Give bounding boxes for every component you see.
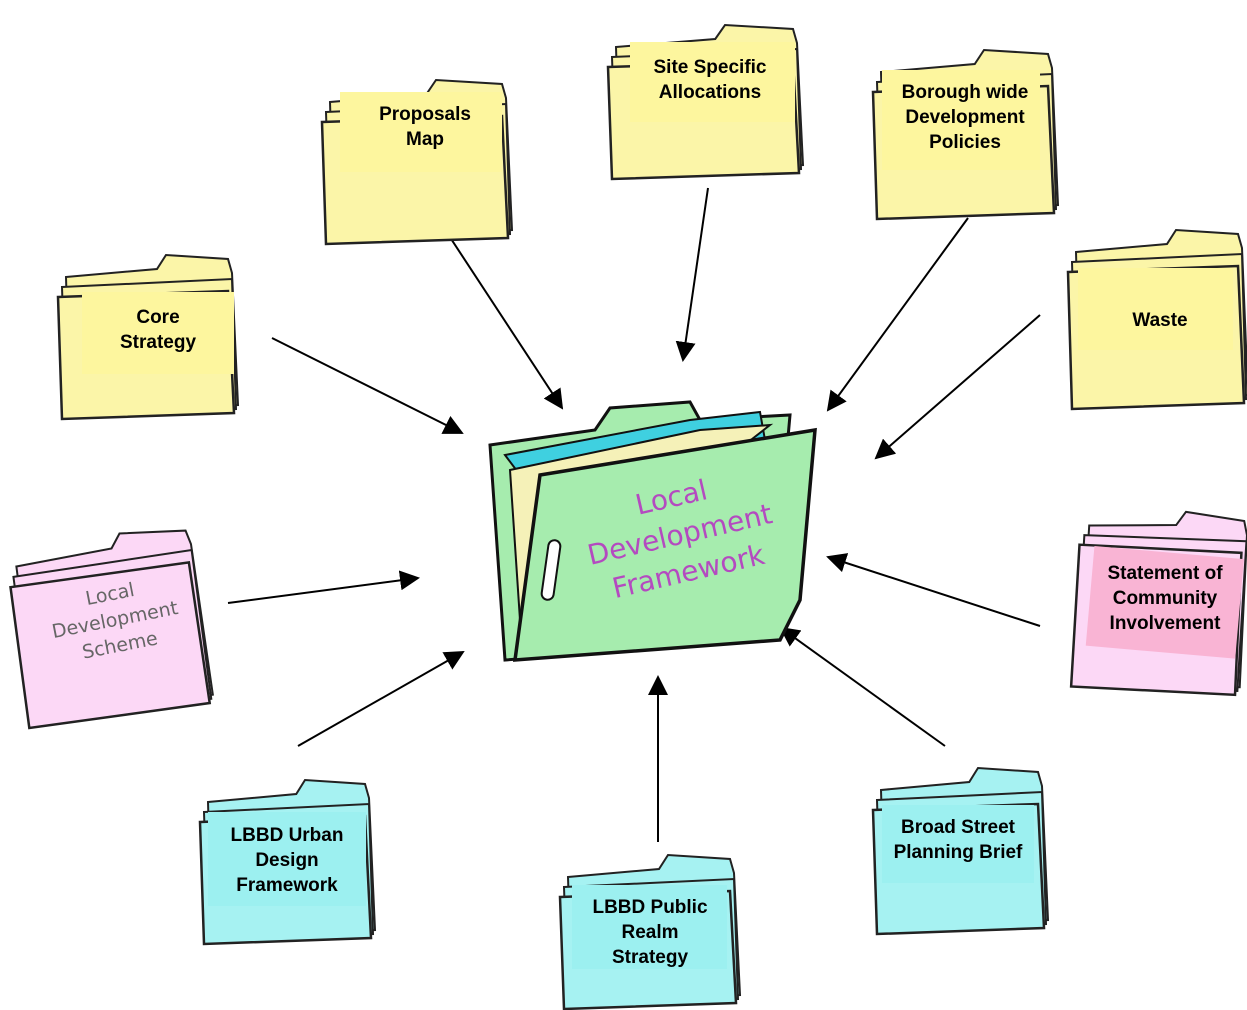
core-strategy-label: Core Strategy [119, 307, 197, 353]
core-strategy-folder [56, 253, 240, 421]
borough-wide-development-policies-arrow [826, 217, 969, 412]
lbbd-urban-design-framework-folder [198, 778, 377, 946]
statement-of-community-involvement-arrow [826, 553, 1041, 627]
borough-wide-development-policies-folder [871, 48, 1060, 221]
proposals-map-label: Proposals Map [379, 104, 471, 150]
lbbd-urban-design-framework-label-box [208, 812, 366, 906]
lbbd-public-realm-strategy-folder [558, 853, 742, 1010]
lbbd-public-realm-strategy-label: LBBD Public Realm Strategy [592, 896, 708, 968]
broad-street-planning-brief-label: Broad Street Planning Brief [893, 817, 1023, 863]
broad-street-planning-brief-arrow [779, 626, 946, 747]
local-development-scheme-arrow [227, 570, 420, 604]
borough-wide-development-policies-label: Borough wide Development Policies [901, 81, 1029, 153]
proposals-map-label-box [340, 92, 502, 172]
local-development-framework-folder [488, 400, 817, 662]
lbbd-public-realm-strategy-label-box [572, 885, 727, 969]
core-strategy-arrow [271, 337, 464, 434]
site-specific-allocations-label: Site Specific Allocations [653, 57, 767, 103]
local-development-scheme-folder [9, 529, 214, 730]
broad-street-planning-brief-folder [871, 766, 1050, 936]
proposals-map-folder [320, 78, 514, 246]
site-specific-allocations-folder [606, 23, 805, 181]
site-specific-allocations-arrow [675, 187, 709, 362]
site-specific-allocations-label-box [630, 42, 795, 122]
waste-label: Waste [1132, 309, 1188, 331]
lbbd-urban-design-framework-arrow [297, 651, 465, 747]
waste-folder [1066, 228, 1247, 411]
core-strategy-label-box [82, 292, 234, 374]
lbbd-urban-design-framework-label: LBBD Urban Design Framework [230, 824, 344, 896]
waste-arrow [874, 314, 1041, 460]
borough-wide-development-policies-label-box [882, 70, 1040, 170]
statement-of-community-involvement-label: Statement of Community Involvement [1107, 562, 1223, 634]
broad-street-planning-brief-label-box [882, 805, 1034, 883]
statement-of-community-involvement-folder [1069, 510, 1247, 697]
waste-label-box [1078, 268, 1233, 350]
proposals-map-arrow [439, 221, 564, 410]
statement-of-community-involvement-label-box [1085, 545, 1244, 659]
